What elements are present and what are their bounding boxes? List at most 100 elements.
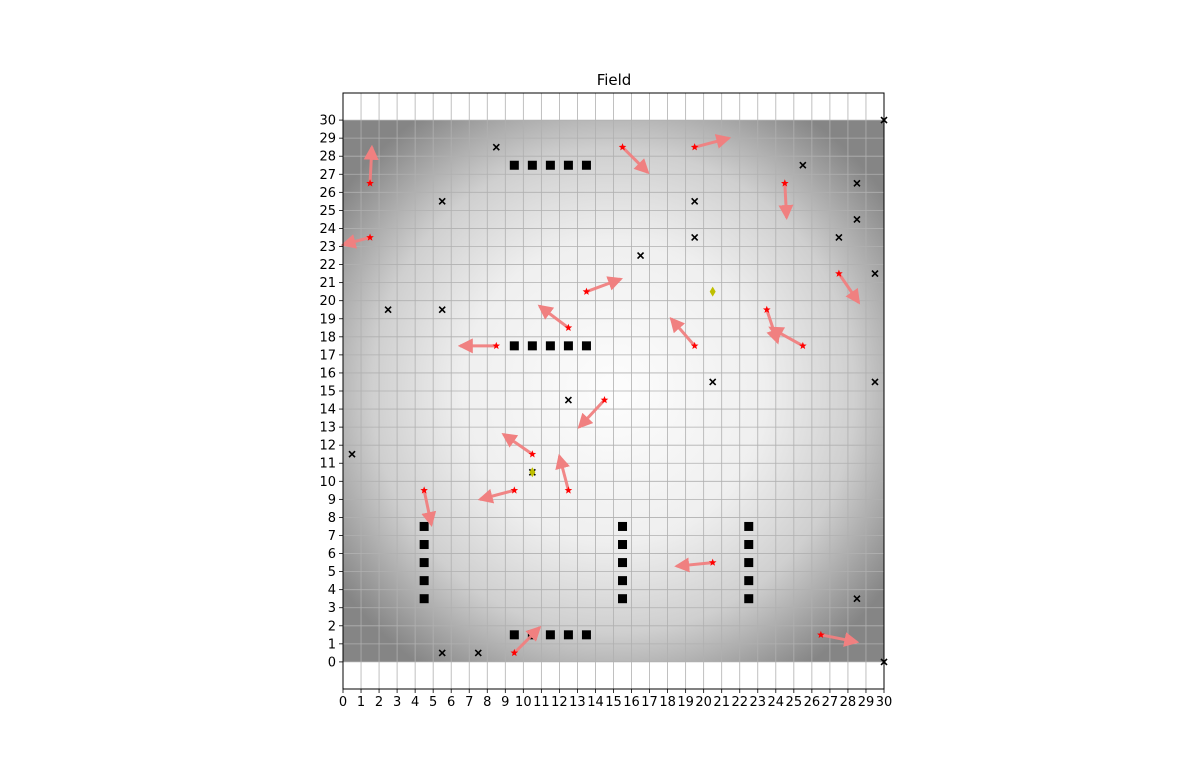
target-marker: [691, 197, 699, 205]
y-tick-label: 4: [328, 583, 336, 598]
target-stroke: [636, 251, 645, 260]
obstacle-square: [545, 630, 555, 640]
target-stroke: [384, 306, 392, 314]
x-tick-label: 30: [876, 695, 893, 710]
target-stroke: [438, 197, 446, 205]
obstacle-square: [618, 576, 628, 586]
agent-arrow: [820, 632, 860, 647]
agent-star: [799, 341, 807, 350]
target-stroke: [853, 215, 861, 223]
target-stroke: [438, 649, 446, 657]
target-marker: [853, 215, 861, 223]
obstacle-square: [744, 558, 754, 568]
target-marker: [709, 378, 717, 386]
obstacle-square: [744, 594, 754, 604]
y-tick-label: 30: [319, 114, 336, 129]
y-tick-label: 13: [319, 421, 336, 436]
agent-star: [600, 396, 609, 404]
agent-star: [366, 179, 374, 187]
x-tick-label: 13: [569, 695, 586, 710]
x-tick-label: 9: [501, 695, 509, 710]
y-tick-label: 2: [328, 619, 336, 634]
x-tick-label: 24: [768, 695, 785, 710]
agent-star: [420, 486, 428, 494]
goals: [529, 286, 716, 478]
agent-arrow: [513, 625, 542, 654]
obstacle-square: [563, 630, 573, 640]
agent-arrow: [501, 432, 534, 456]
target-marker: [691, 233, 699, 242]
y-tick-label: 11: [319, 457, 336, 472]
obstacle-square: [419, 558, 429, 568]
agent-star: [492, 341, 501, 350]
obstacle-square: [527, 341, 537, 351]
y-tick-label: 7: [328, 529, 336, 544]
target-stroke: [492, 143, 500, 151]
x-tick-label: 2: [375, 695, 383, 710]
target-marker: [853, 595, 861, 603]
x-tick-label: 10: [515, 695, 532, 710]
obstacle-square: [581, 341, 591, 351]
y-tick-label: 15: [319, 385, 336, 400]
y-tick-label: 23: [319, 240, 336, 255]
y-tick-label: 29: [319, 132, 336, 147]
target-stroke: [709, 378, 717, 386]
target-marker: [438, 306, 446, 314]
x-tick-label: 17: [641, 695, 658, 710]
x-tick-label: 18: [659, 695, 676, 710]
obstacle-square: [419, 540, 429, 550]
obstacle-square: [581, 630, 591, 640]
target-marker: [384, 306, 392, 314]
obstacle-square: [509, 630, 519, 640]
y-tick-label: 0: [328, 655, 336, 670]
obstacle-square: [545, 341, 555, 351]
target-marker: [492, 143, 500, 151]
obstacle-square: [509, 160, 519, 170]
agent-star: [582, 287, 591, 295]
x-tick-label: 7: [465, 695, 473, 710]
obstacle-square: [527, 160, 537, 170]
x-tick-label: 14: [587, 695, 604, 710]
obstacle-square: [419, 521, 429, 531]
target-stroke: [853, 595, 861, 603]
obstacle-square: [545, 160, 555, 170]
target-stroke: [691, 197, 699, 205]
obstacle-square: [618, 540, 628, 550]
x-tick-label: 20: [695, 695, 712, 710]
x-tick-label: 3: [393, 695, 401, 710]
target-stroke: [835, 233, 843, 242]
obstacle-square: [581, 160, 591, 170]
agent-star: [835, 269, 843, 277]
obstacle-square: [744, 540, 754, 550]
obstacle-square: [509, 341, 519, 351]
target-marker: [438, 649, 446, 657]
agent-arrows: [340, 134, 861, 654]
target-marker: [871, 270, 879, 278]
x-tick-label: 12: [551, 695, 568, 710]
agent-star: [690, 341, 699, 350]
agent-arrow: [621, 146, 650, 175]
agent-star: [510, 648, 519, 657]
x-tick-label: 16: [623, 695, 640, 710]
agent-arrow: [694, 134, 732, 149]
target-stroke: [871, 270, 879, 278]
y-tick-label: 6: [328, 547, 336, 562]
y-tick-label: 27: [319, 168, 336, 183]
y-tick-label: 24: [319, 222, 336, 237]
y-tick-label: 3: [328, 601, 336, 616]
x-tick-label: 15: [605, 695, 622, 710]
target-stroke: [348, 450, 356, 458]
x-tick-label: 0: [339, 695, 347, 710]
x-tick-label: 26: [804, 695, 821, 710]
chart-title: Field: [597, 71, 632, 89]
y-tick-label: 17: [319, 348, 336, 363]
target-marker: [438, 197, 446, 205]
goal-marker: [529, 467, 536, 478]
y-axis-ticks: 0123456789101112131415161718192021222324…: [319, 114, 343, 670]
agent-arrow: [577, 399, 606, 429]
target-stroke: [853, 179, 861, 187]
y-tick-label: 8: [328, 511, 336, 526]
y-tick-label: 19: [319, 312, 336, 327]
x-tick-label: 28: [840, 695, 857, 710]
